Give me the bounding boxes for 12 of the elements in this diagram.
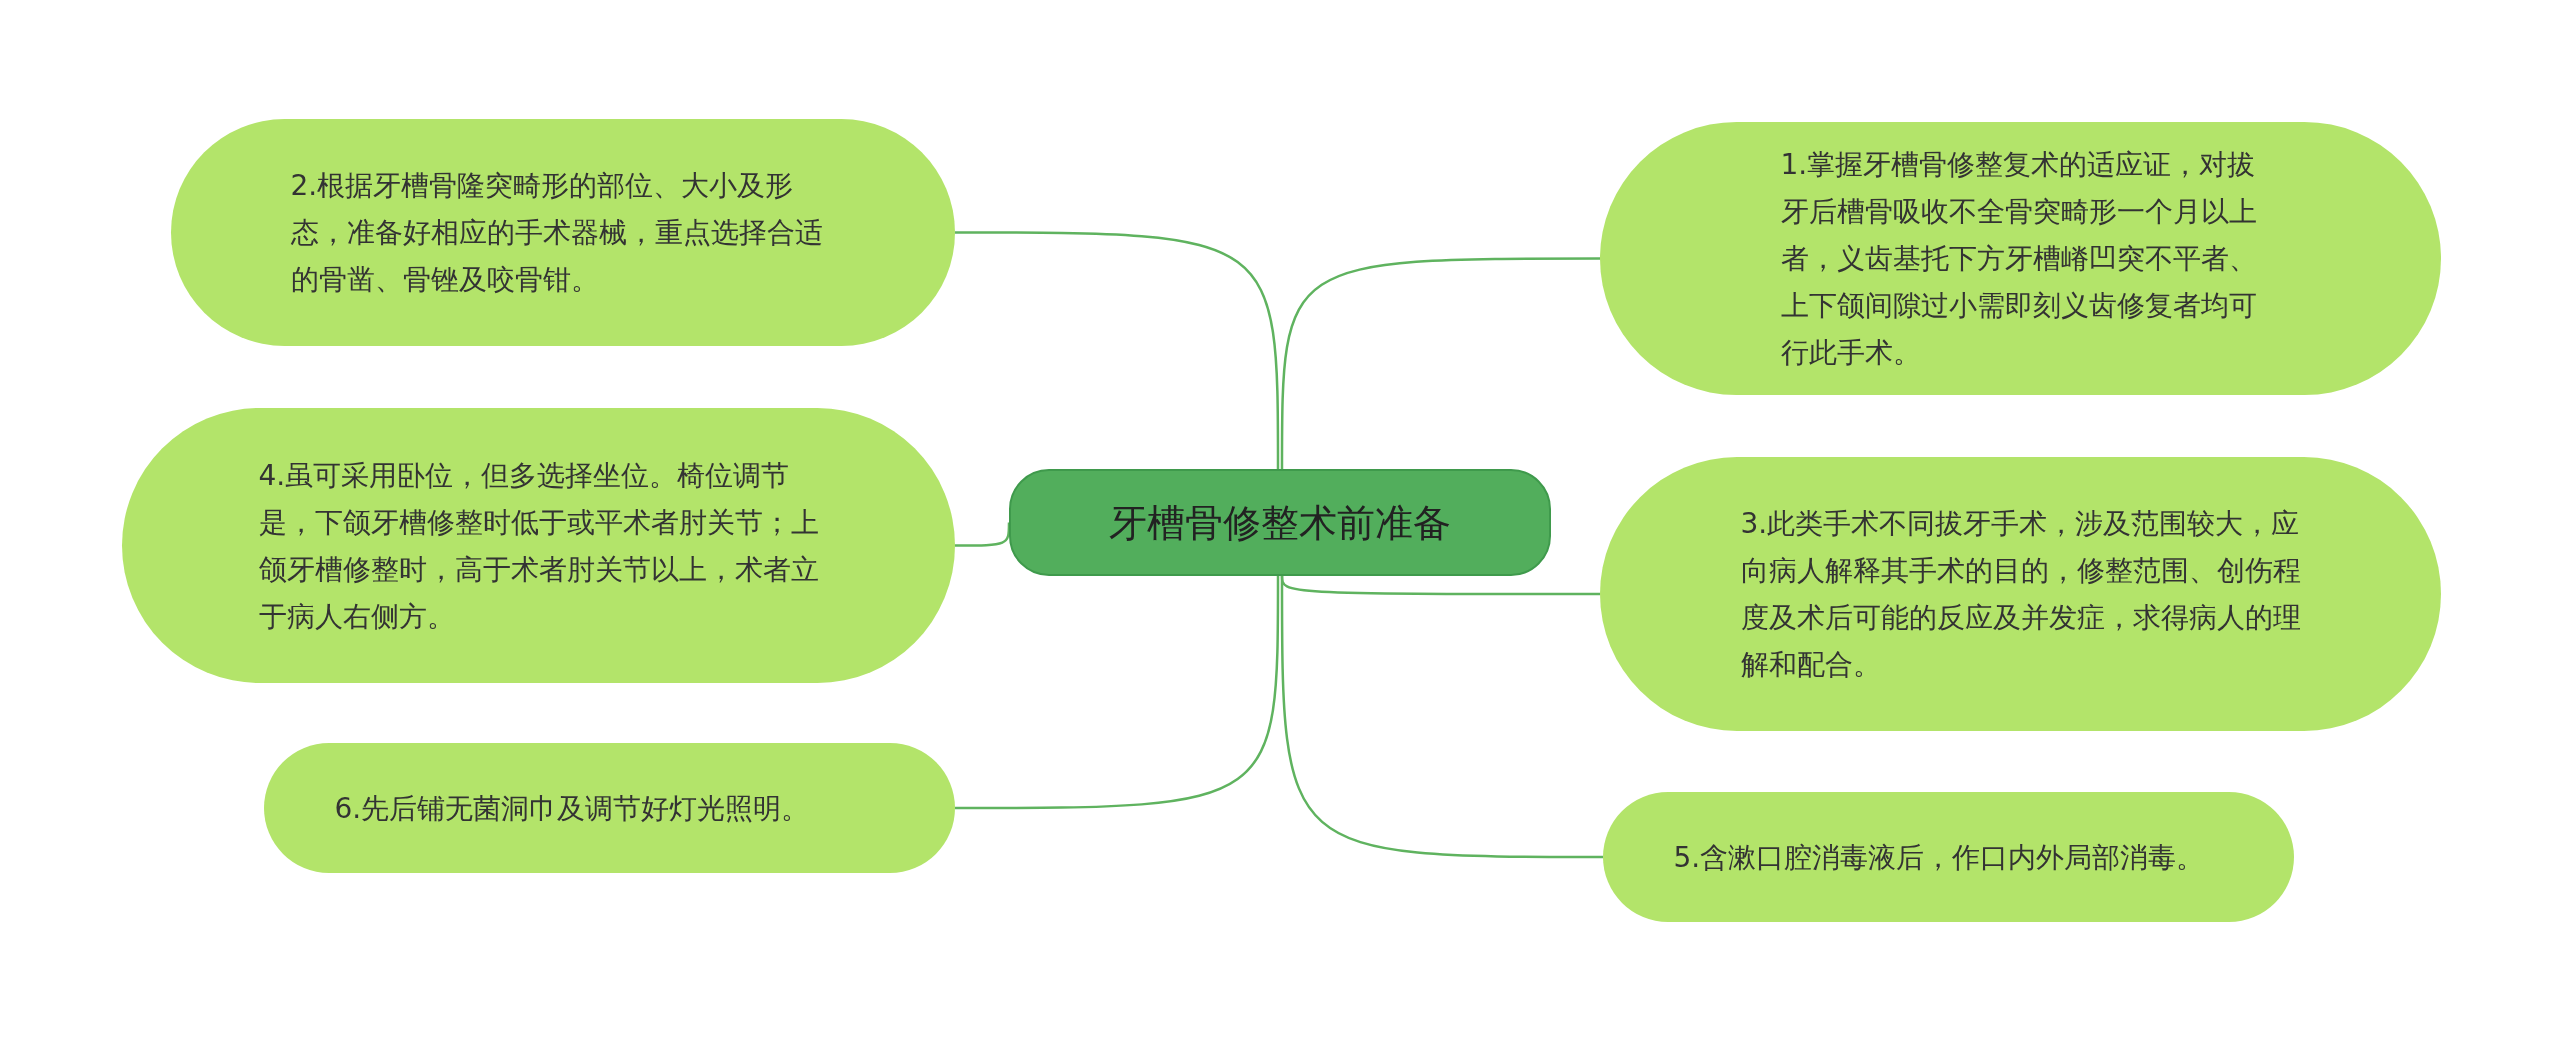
connector-line: [955, 522, 1011, 547]
topic-text: 3.此类手术不同拔牙手术，涉及范围较大，应向病人解释其手术的目的，修整范围、创伤程度及术后可能的反应及并发症，求得病人的理解和配合。: [1740, 506, 2301, 683]
connector-line: [955, 576, 1280, 810]
topic-text: 6.先后铺无菌洞巾及调节好灯光照明。: [334, 790, 811, 827]
topic-text: 2.根据牙槽骨隆突畸形的部位、大小及形态，准备好相应的手术器械，重点选择合适的骨凿、骨锉及咬骨钳。: [290, 168, 824, 298]
connector-line: [955, 231, 1280, 469]
topic-text: 4.虽可采用卧位，但多选择坐位。椅位调节是，下颌牙槽修整时低于或平术者肘关节；上颌牙槽修整时，高于术者肘关节以上，术者立于病人右侧方。: [258, 457, 819, 635]
central-topic-box: [1009, 469, 1551, 576]
connector-line: [1280, 257, 1600, 469]
topic-text: 5.含漱口腔消毒液后，作口内外局部消毒。: [1673, 839, 2206, 876]
topic-text: 1.掌握牙槽骨修整复术的适应证，对拔牙后槽骨吸收不全骨突畸形一个月以上者，义齿基托下方牙槽嵴凹突不平者、上下颌间隙过小需即刻义齿修复者均可行此手术。: [1780, 147, 2258, 371]
central-topic-text: 牙槽骨修整术前准备: [1108, 499, 1452, 547]
